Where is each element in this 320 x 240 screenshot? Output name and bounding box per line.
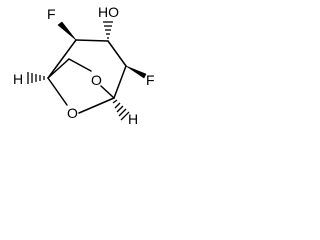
hashed-bond-c3-oh [103,21,113,39]
wedge-bond-c4-f [125,65,147,79]
bond-c1-c6 [47,58,70,79]
bond-c1-o8 [47,77,68,106]
hydroxyl-label: HO [98,4,119,20]
hashed-bond-c5-h [112,99,130,121]
hydrogen-left-label: H [13,71,23,87]
bond-c4-c5 [113,65,127,99]
bond-o8-c5 [78,97,115,114]
molecule-structure: F HO F H O O H [13,4,155,127]
hashed-bond-c1-h [27,72,45,84]
fluorine-top-label: F [47,6,56,22]
bond-c3-c4 [107,40,127,67]
hydrogen-bottom-label: H [128,111,138,127]
bond-c2-c3 [75,39,109,42]
bond-c6-o7 [68,58,92,72]
bond-o7-c5 [100,85,115,99]
bond-c2-c1 [47,39,77,79]
fluorine-right-label: F [146,72,155,88]
oxygen-bridge-label: O [91,72,102,88]
oxygen-ring-label: O [67,105,78,121]
wedge-bond-c2-f [57,21,77,41]
